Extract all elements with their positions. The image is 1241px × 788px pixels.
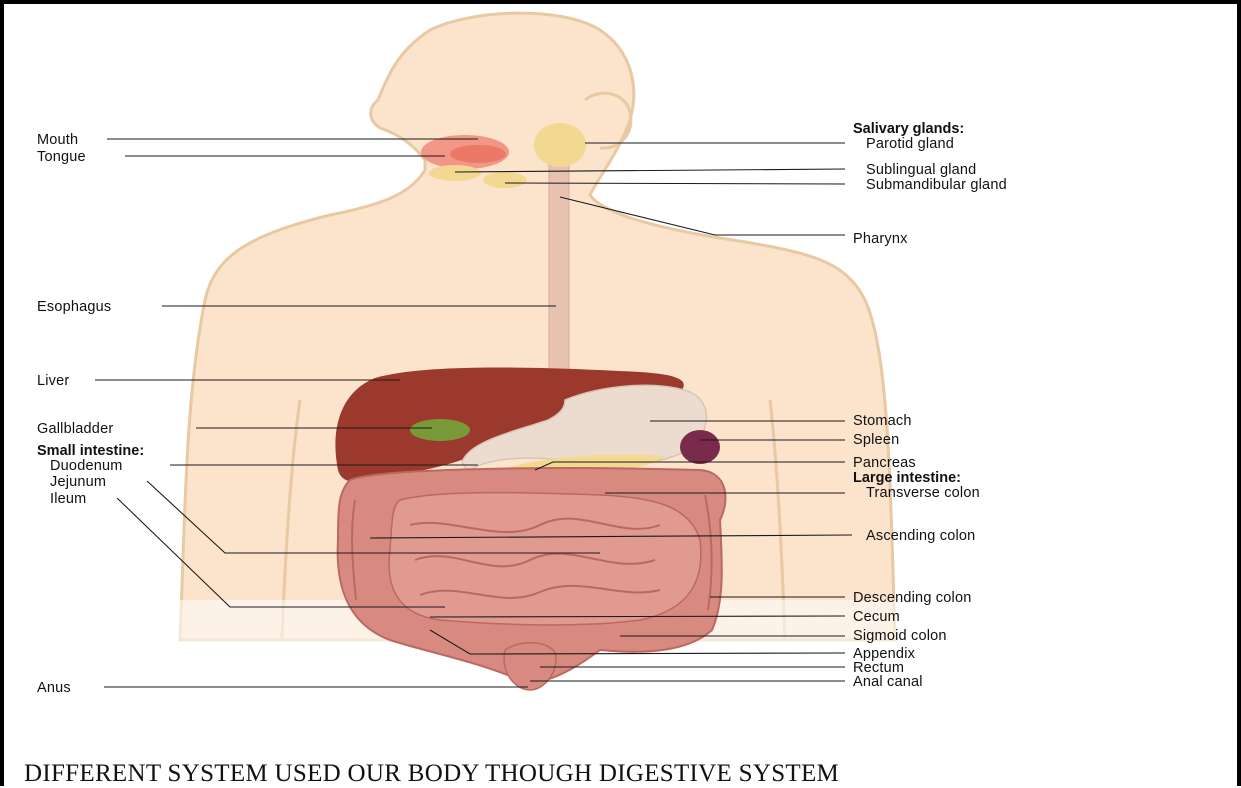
label-ileum: Ileum [50, 491, 86, 507]
label-spleen: Spleen [853, 432, 899, 448]
label-descending-colon: Descending colon [853, 590, 971, 606]
page-caption: DIFFERENT SYSTEM USED OUR BODY THOUGH DI… [24, 760, 839, 788]
label-transverse-colon: Transverse colon [866, 485, 980, 501]
label-large-intestine: Large intestine: [853, 470, 961, 486]
label-anal-canal: Anal canal [853, 674, 923, 690]
gallbladder-shape [410, 419, 470, 441]
label-pancreas: Pancreas [853, 455, 916, 471]
label-esophagus: Esophagus [37, 299, 111, 315]
esophagus-shape [549, 165, 569, 400]
label-duodenum: Duodenum [50, 458, 123, 474]
label-mouth: Mouth [37, 132, 78, 148]
label-sigmoid-colon: Sigmoid colon [853, 628, 947, 644]
label-small-intestine: Small intestine: [37, 443, 144, 459]
label-anus: Anus [37, 680, 71, 696]
label-submandibular-gland: Submandibular gland [866, 177, 1007, 193]
label-salivary-glands: Salivary glands: [853, 121, 964, 137]
label-parotid-gland: Parotid gland [866, 136, 954, 152]
spleen-shape [680, 430, 720, 464]
label-cecum: Cecum [853, 609, 900, 625]
label-sublingual-gland: Sublingual gland [866, 162, 976, 178]
labels-left: Mouth Tongue Esophagus Liver Gallbladder… [37, 132, 144, 696]
label-ascending-colon: Ascending colon [866, 528, 975, 544]
label-pharynx: Pharynx [853, 231, 908, 247]
label-stomach: Stomach [853, 413, 912, 429]
label-tongue: Tongue [37, 149, 86, 165]
label-liver: Liver [37, 373, 69, 389]
label-jejunum: Jejunum [50, 474, 106, 490]
label-gallbladder: Gallbladder [37, 421, 113, 437]
